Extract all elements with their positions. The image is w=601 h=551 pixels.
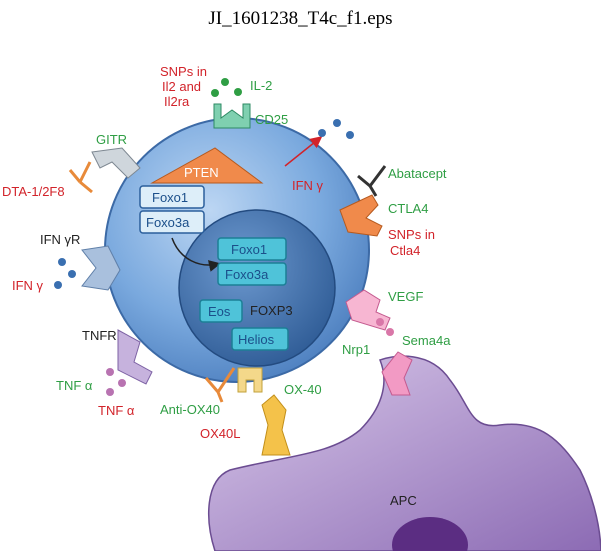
snps-il2-line1: SNPs in — [160, 64, 207, 79]
tnfr-receptor — [117, 329, 153, 385]
il2-dot — [221, 78, 229, 86]
tnfr-label: TNFR — [82, 328, 117, 343]
il2-dot — [234, 88, 242, 96]
gitr-receptor — [91, 147, 141, 179]
abatacept-label: Abatacept — [388, 166, 447, 181]
apc-label: APC — [390, 493, 417, 508]
tnfa-dot — [118, 379, 126, 387]
tnfa-dot — [106, 388, 114, 396]
helios-box — [231, 327, 289, 351]
snps-il2-line3: Il2ra — [164, 94, 190, 109]
foxo1-cyto-label: Foxo1 — [152, 190, 188, 205]
ifngr-receptor — [81, 245, 121, 291]
snps-ctla4-line2: Ctla4 — [390, 243, 420, 258]
ox40l-receptor — [261, 394, 291, 456]
tnfa-dot — [106, 368, 114, 376]
anti-ox40-antibody — [204, 367, 236, 403]
eos-label: Eos — [208, 304, 231, 319]
vegf-label: VEGF — [388, 289, 423, 304]
foxo3a-cyto-label: Foxo3a — [146, 215, 190, 230]
anti-ox40-label: Anti-OX40 — [160, 402, 220, 417]
snps-il2-line2: Il2 and — [162, 79, 201, 94]
dta-label: DTA-1/2F8 — [2, 184, 65, 199]
foxo3a-nuc-label: Foxo3a — [225, 267, 269, 282]
apc-nucleus — [392, 517, 468, 551]
pten-label: PTEN — [184, 165, 219, 180]
pten-triangle — [150, 147, 264, 184]
ifng-left-dot — [54, 281, 62, 289]
abatacept-antibody — [357, 165, 387, 197]
vegf-dot — [376, 318, 384, 326]
ifng-left-dot — [68, 270, 76, 278]
foxp3-label: FOXP3 — [250, 303, 293, 318]
ifng-dot — [333, 119, 341, 127]
sema4a-receptor — [381, 351, 413, 396]
foxo1-nuc-box — [217, 237, 287, 261]
sema4a-label: Sema4a — [402, 333, 451, 348]
ctla4-receptor — [339, 194, 383, 237]
foxo3a-cyto-box — [139, 210, 205, 234]
il2-dot — [211, 89, 219, 97]
vegf-dot — [386, 328, 394, 336]
ifng-left-dot — [58, 258, 66, 266]
nrp1-label: Nrp1 — [342, 342, 370, 357]
foxo1-cyto-box — [139, 185, 205, 209]
helios-label: Helios — [238, 332, 275, 347]
ox40-receptor — [237, 367, 263, 393]
cd25-label: CD25 — [255, 112, 288, 127]
gitr-label: GITR — [96, 132, 127, 147]
translocation-arrow — [171, 237, 221, 272]
cd25-receptor — [213, 103, 251, 129]
foxo3a-nuc-box — [217, 262, 287, 286]
ifng-left-label: IFN γ — [12, 278, 44, 293]
il2-label: IL-2 — [250, 78, 272, 93]
ctla4-label: CTLA4 — [388, 201, 428, 216]
ifng-secretion-arrow — [284, 136, 323, 167]
ifng-dot — [346, 131, 354, 139]
ox40-label: OX-40 — [284, 382, 322, 397]
foxo1-nuc-label: Foxo1 — [231, 242, 267, 257]
eos-box — [199, 299, 243, 323]
ifngr-label: IFN γR — [40, 232, 80, 247]
figure-title: JI_1601238_T4c_f1.eps — [208, 8, 393, 29]
ifng-dot — [318, 129, 326, 137]
ox40l-label: OX40L — [200, 426, 240, 441]
tnfa-red-label: TNF α — [98, 403, 135, 418]
dta-antibody — [68, 161, 93, 194]
ifng-top-label: IFN γ — [292, 178, 324, 193]
tnfa-green-label: TNF α — [56, 378, 93, 393]
snps-ctla4-line1: SNPs in — [388, 227, 435, 242]
